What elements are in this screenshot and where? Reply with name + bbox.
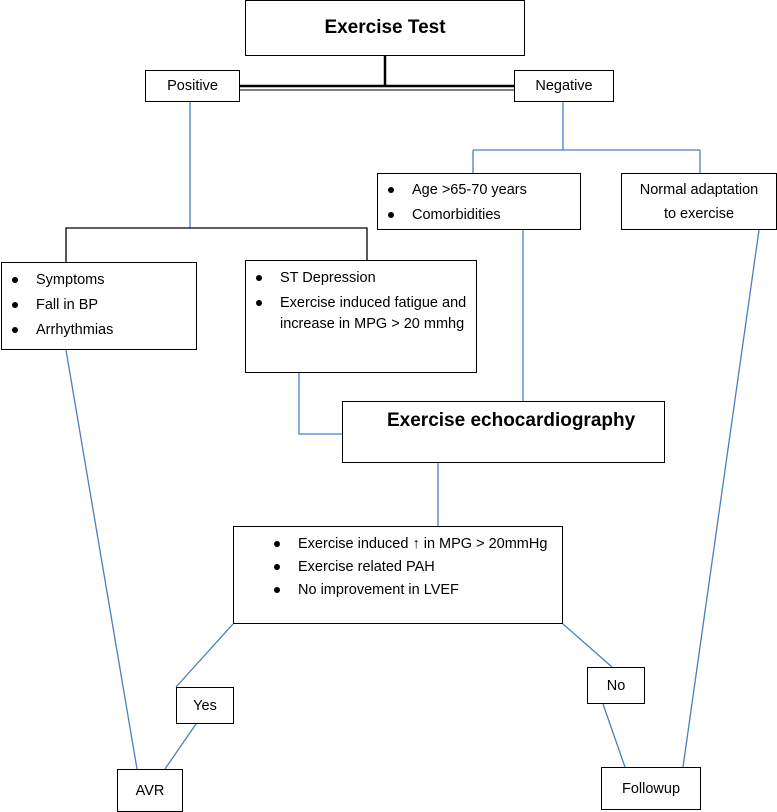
- st-depression-item: ST Depression: [246, 268, 468, 289]
- pah-item: Exercise related PAH: [264, 557, 562, 578]
- exercise-echo-box: Exercise echocardiography: [342, 401, 665, 463]
- age-comorbidities-box: Age >65-70 years Comorbidities: [377, 173, 581, 230]
- yes-label: Yes: [193, 697, 217, 714]
- fall-in-bp-item: Fall in BP: [2, 295, 196, 316]
- normal-adaptation-label: Normal adaptation to exercise: [639, 181, 759, 222]
- age-item: Age >65-70 years: [378, 180, 580, 201]
- lvef-item: No improvement in LVEF: [264, 580, 562, 601]
- comorbidities-item: Comorbidities: [378, 205, 580, 226]
- exercise-fatigue-item: Exercise induced fatigue and increase in…: [246, 293, 468, 335]
- no-box: No: [587, 667, 645, 704]
- normal-adaptation-box: Normal adaptation to exercise: [621, 173, 777, 230]
- no-label: No: [606, 677, 626, 694]
- avr-label: AVR: [135, 782, 165, 799]
- avr-box: AVR: [117, 769, 183, 812]
- arrhythmias-item: Arrhythmias: [2, 320, 196, 341]
- symptoms-box: Symptoms Fall in BP Arrhythmias: [1, 262, 197, 350]
- exercise-echo-label: Exercise echocardiography: [387, 410, 636, 431]
- followup-box: Followup: [601, 767, 701, 810]
- negative-label: Negative: [535, 78, 593, 94]
- negative-box: Negative: [514, 70, 614, 102]
- positive-label: Positive: [167, 78, 218, 94]
- exercise-test-box: Exercise Test: [245, 0, 525, 56]
- followup-label: Followup: [621, 780, 681, 797]
- symptoms-item: Symptoms: [2, 270, 196, 291]
- criteria-box: Exercise induced ↑ in MPG > 20mmHg Exerc…: [233, 526, 563, 624]
- yes-box: Yes: [176, 687, 234, 724]
- st-depression-box: ST Depression Exercise induced fatigue a…: [245, 260, 477, 373]
- positive-box: Positive: [145, 70, 240, 102]
- exercise-test-label: Exercise Test: [324, 17, 446, 38]
- mpg-increase-item: Exercise induced ↑ in MPG > 20mmHg: [264, 534, 562, 555]
